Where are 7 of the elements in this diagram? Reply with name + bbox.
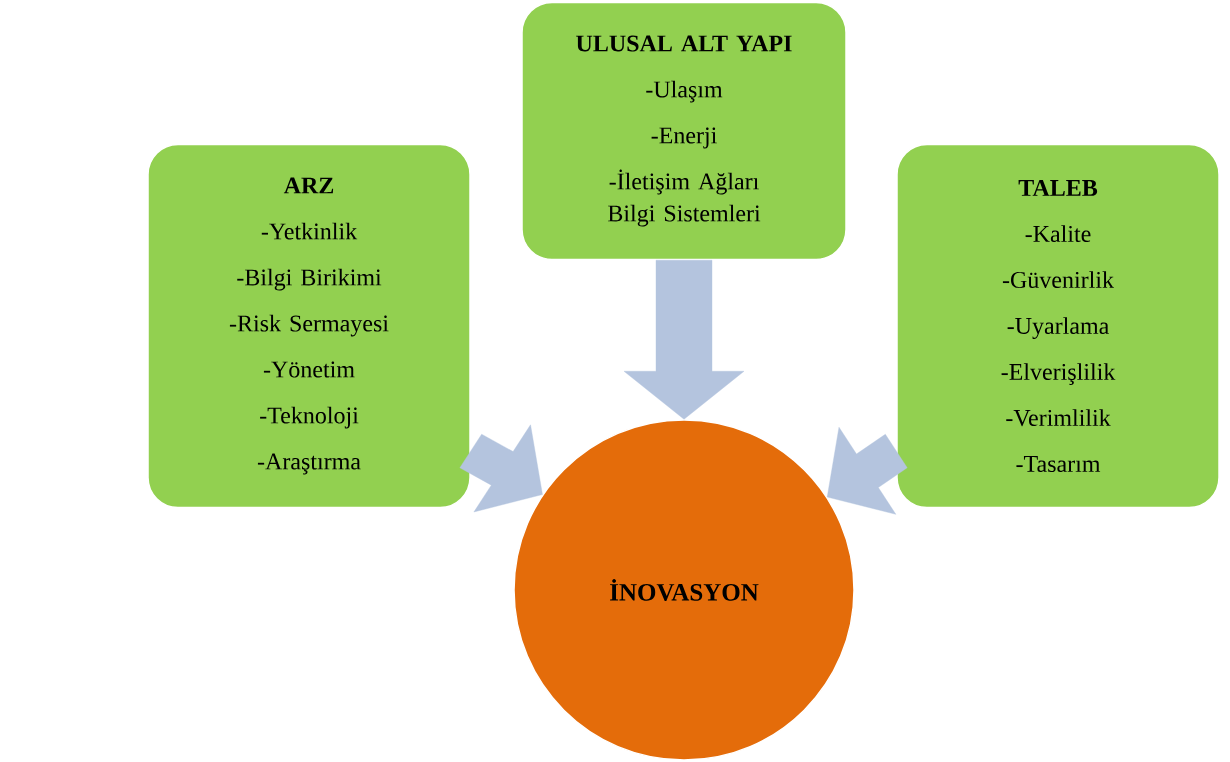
block-arrow bbox=[827, 427, 908, 515]
circle-node: İNOVASYON bbox=[513, 419, 855, 761]
block-arrow bbox=[459, 424, 543, 513]
list-box: ULUSAL ALT YAPI -Ulaşım -Enerji -İletişim Ağları Bilgi Sistemleri bbox=[521, 1, 847, 261]
block-arrow bbox=[623, 260, 745, 420]
list-box: ARZ -Yetkinlik -Bilgi Birikimi -Risk Sermayesi -Yönetim -Teknoloji -Araştırma bbox=[147, 143, 471, 509]
list-box: TALEB -Kalite -Güvenirlik -Uyarlama -Elverişlilik -Verimlilik -Tasarım bbox=[896, 143, 1220, 509]
